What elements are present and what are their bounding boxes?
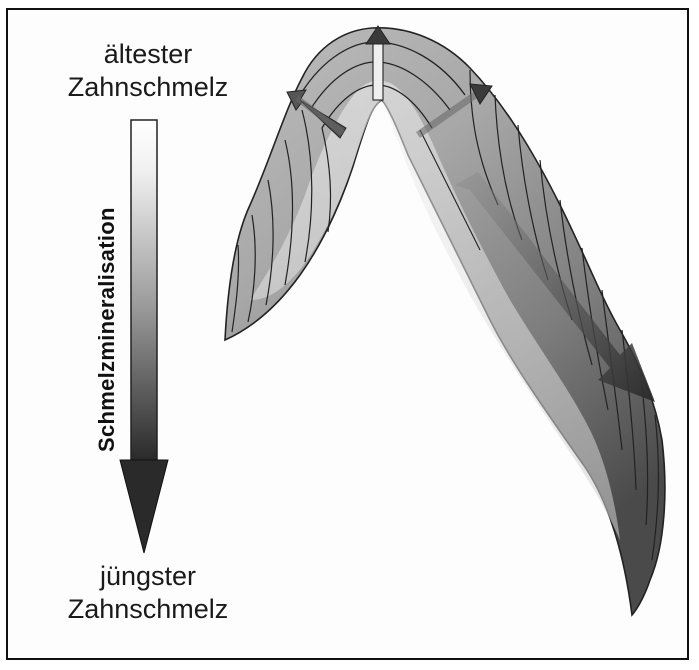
oldest-label-line2: Zahnschmelz [42, 71, 254, 104]
youngest-label-line1: jüngster [42, 560, 254, 593]
mineralisation-label-text: Schmelzmineralisation [94, 207, 120, 452]
mineralisation-arrow [120, 120, 168, 553]
oldest-enamel-label: ältester Zahnschmelz [42, 38, 254, 104]
oldest-label-line1: ältester [42, 38, 254, 71]
youngest-label-line2: Zahnschmelz [42, 593, 254, 626]
youngest-enamel-label: jüngster Zahnschmelz [42, 560, 254, 626]
